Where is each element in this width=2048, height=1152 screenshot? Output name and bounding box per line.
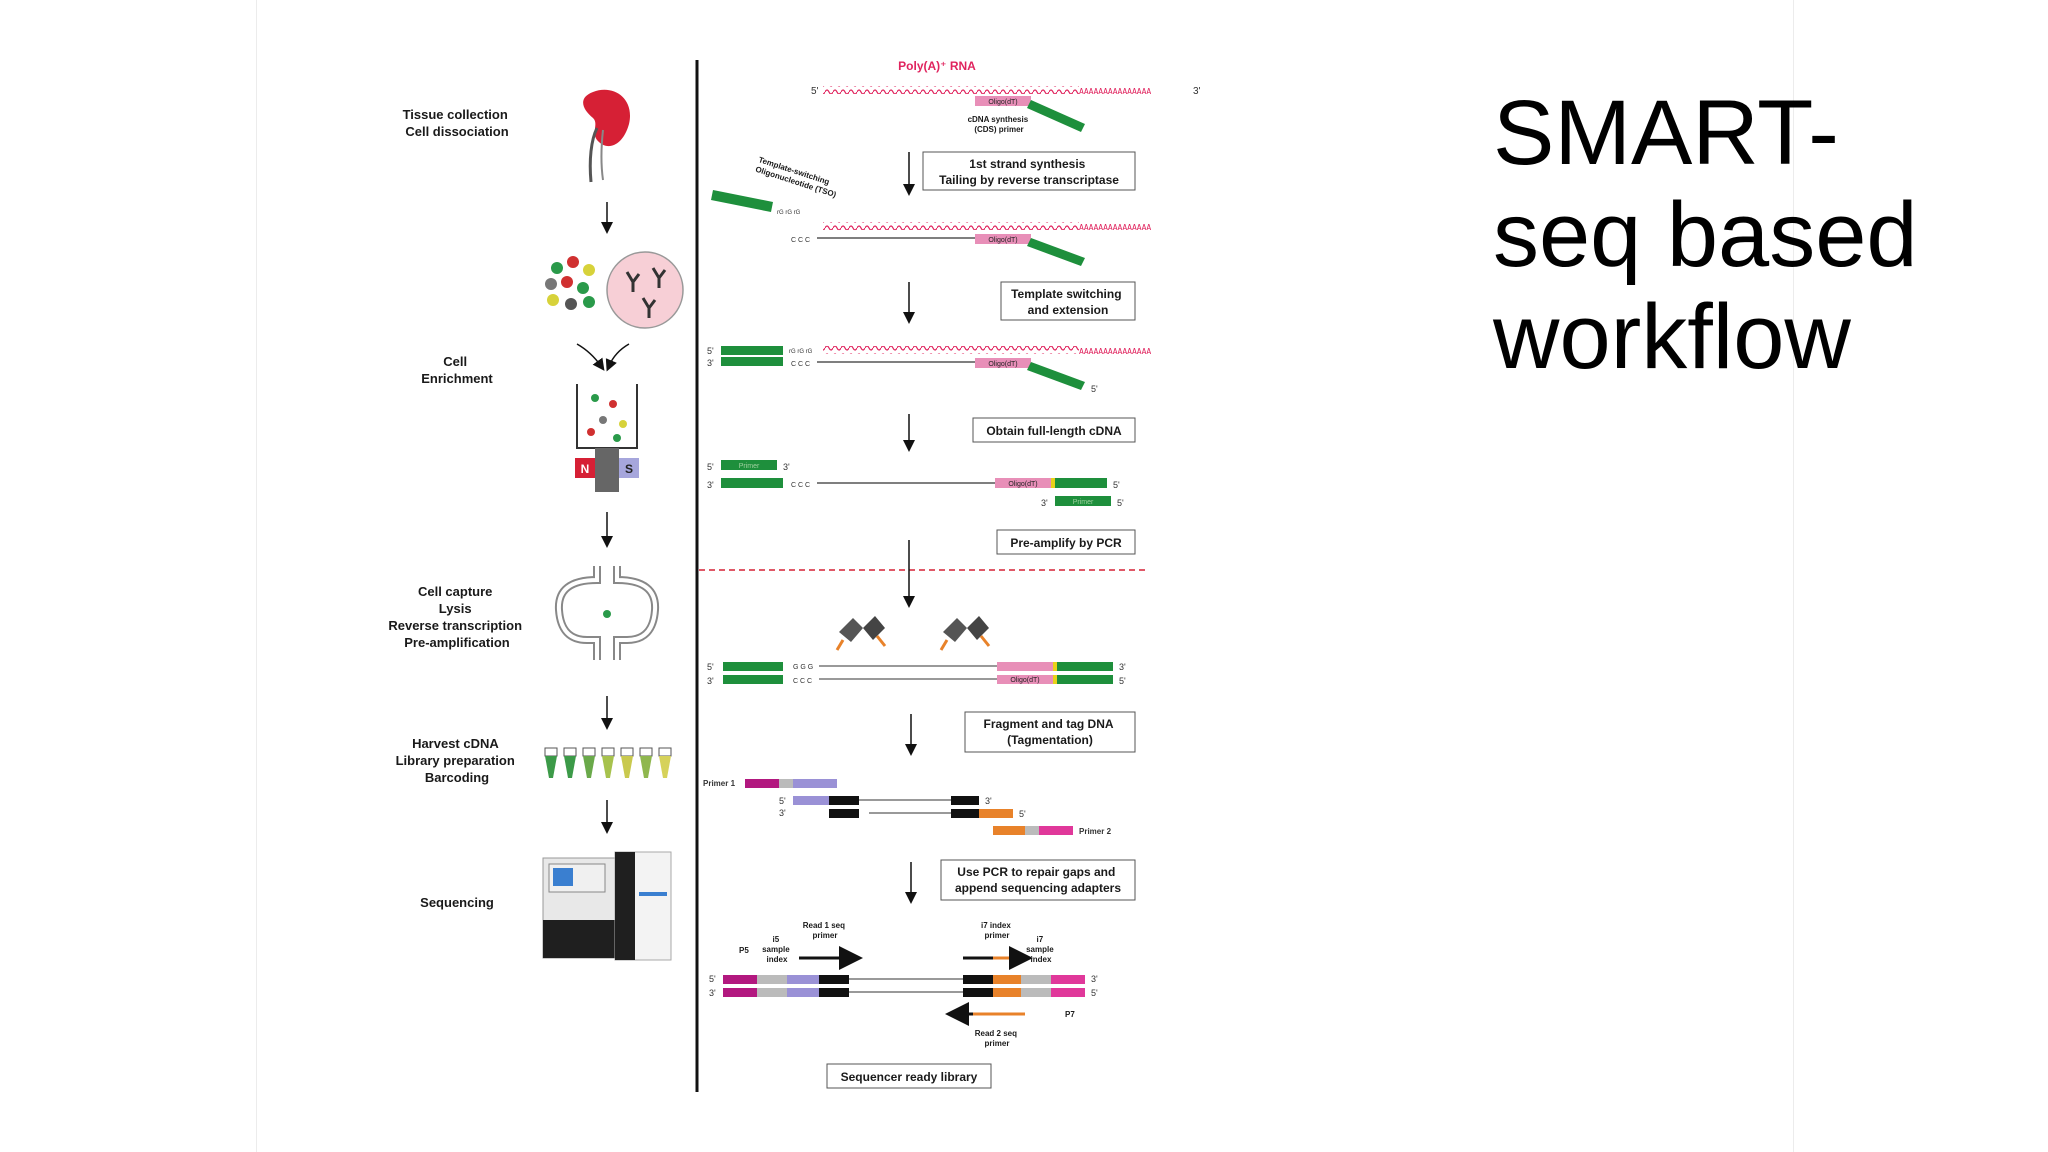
svg-text:Primer: Primer	[739, 463, 760, 470]
svg-text:5': 5'	[1091, 988, 1098, 998]
step-label-harvest: Harvest cDNA Library preparation Barcodi…	[396, 736, 519, 785]
step-label-tissue: Tissue collection Cell dissociation	[403, 107, 512, 139]
i7-primer-label: i7 index primer	[981, 921, 1013, 940]
kidney-icon	[583, 89, 631, 183]
step-box-template-switching: Template switching and extension	[1000, 281, 1136, 321]
svg-text:5': 5'	[811, 86, 819, 97]
svg-text:Oligo(dT): Oligo(dT)	[1010, 677, 1039, 684]
svg-text:Template switching a: Template switching and extension	[1011, 287, 1125, 317]
p5-label: P5	[739, 946, 749, 955]
svg-text:Oligo(dT): Oligo(dT)	[988, 237, 1017, 244]
transposome-icon-2	[939, 616, 991, 651]
svg-text:3': 3'	[1041, 498, 1048, 508]
step-box-preamplify: Pre-amplify by PCR	[996, 529, 1136, 555]
svg-text:AAAAAAAAAAAAAAA: AAAAAAAAAAAAAAA	[1079, 87, 1151, 96]
svg-text:C C C: C C C	[791, 237, 810, 244]
svg-text:5': 5'	[779, 796, 786, 806]
tso-label: Template-switching Oligonucleotide (TSO)	[754, 155, 840, 199]
sequencer-icon	[542, 851, 672, 961]
svg-text:Fragment and tag DNA: Fragment and tag DNA (Tagmentation)	[984, 717, 1117, 747]
svg-text:5': 5'	[1117, 498, 1124, 508]
svg-text:Use PCR to repair gaps and: Use PCR to repair gaps and append sequen…	[955, 865, 1121, 895]
right-panel: Poly(A)⁺ RNA 5' AAAAAAAAAAAAAAA 3' Oligo…	[699, 59, 1201, 1089]
step-box-sequencer-ready: Sequencer ready library	[826, 1063, 992, 1089]
step-box-first-strand: 1st strand synthesis Tailing by reverse …	[922, 151, 1136, 191]
svg-text:3': 3'	[783, 462, 790, 472]
dissociated-cells-icon	[545, 251, 684, 329]
magnetic-column-icon: N S	[575, 384, 639, 492]
svg-text:Primer: Primer	[1073, 499, 1094, 506]
svg-text:3': 3'	[985, 796, 992, 806]
magnet-s-label: S	[625, 462, 633, 476]
svg-text:C C C: C C C	[793, 678, 812, 685]
cds-primer-label: cDNA synthesis (CDS) primer	[968, 115, 1031, 134]
svg-text:3': 3'	[1091, 974, 1098, 984]
svg-text:AAAAAAAAAAAAAAA: AAAAAAAAAAAAAAA	[1079, 223, 1151, 232]
slide-title: SMART- seq based workflow	[1493, 82, 1993, 388]
transposome-icon-1	[835, 616, 887, 651]
svg-text:3': 3'	[707, 480, 714, 490]
row-full-length-cdna: 5' Primer 3' 3' C C C Oligo(dT) 5' 3' Pr…	[707, 460, 1124, 508]
svg-text:rG rG rG: rG rG rG	[777, 210, 801, 216]
left-arrow-2a	[576, 343, 605, 371]
step-label-sequencing: Sequencing	[420, 895, 494, 910]
svg-text:C C C: C C C	[791, 361, 810, 368]
svg-text:1st strand synthesis: 1st strand synthesis Tailing by reverse …	[939, 157, 1119, 187]
polya-rna-title: Poly(A)⁺ RNA	[898, 59, 976, 73]
title-line-2: seq based	[1493, 184, 1918, 286]
i7-index-label: i7 sample index	[1026, 935, 1056, 964]
svg-text:3': 3'	[707, 676, 714, 686]
step-box-full-length-cdna: Obtain full-length cDNA	[972, 417, 1136, 443]
oligo-dt-label-1: Oligo(dT)	[988, 99, 1017, 106]
svg-text:Sequencer ready library: Sequencer ready library	[841, 1070, 978, 1084]
row-template-switching: 5' 3' rG rG rG AAAAAAAAAAAAAAA C C C Oli…	[707, 346, 1151, 394]
svg-text:5': 5'	[1019, 809, 1026, 819]
slide: Tissue collection Cell dissociation Cell…	[256, 0, 1918, 1152]
row-double-stranded-cdna: 5' 3' G G G C C C Oligo(dT) 3' 5'	[707, 662, 1126, 686]
svg-text:Primer 1: Primer 1	[703, 779, 736, 788]
svg-text:3': 3'	[779, 808, 786, 818]
svg-text:3': 3'	[1193, 86, 1201, 97]
left-arrow-2b	[605, 343, 630, 372]
step-box-tagmentation: Fragment and tag DNA (Tagmentation)	[964, 711, 1136, 753]
svg-text:AAAAAAAAAAAAAAA: AAAAAAAAAAAAAAA	[1079, 347, 1151, 356]
magnet-n-label: N	[581, 462, 590, 476]
row-polya-rna: 5' AAAAAAAAAAAAAAA 3' Oligo(dT) cDNA syn…	[811, 86, 1201, 134]
title-line-1: SMART-	[1493, 82, 1839, 184]
svg-text:5': 5'	[1091, 384, 1098, 394]
svg-text:Pre-amplify by PCR: Pre-amplify by PCR	[1010, 536, 1122, 550]
svg-text:5': 5'	[707, 462, 714, 472]
svg-text:Oligo(dT): Oligo(dT)	[1008, 481, 1037, 488]
svg-text:5': 5'	[707, 346, 714, 356]
read1-primer-label: Read 1 seq primer	[803, 921, 847, 940]
svg-text:Oligo(dT): Oligo(dT)	[988, 361, 1017, 368]
smartseq-workflow-diagram: Tissue collection Cell dissociation Cell…	[388, 59, 1201, 1092]
svg-text:5': 5'	[1119, 676, 1126, 686]
svg-text:3': 3'	[709, 988, 716, 998]
step-box-pcr-repair: Use PCR to repair gaps and append sequen…	[940, 859, 1136, 901]
p7-label: P7	[1065, 1010, 1075, 1019]
svg-text:5': 5'	[707, 662, 714, 672]
svg-text:Obtain full-length cDNA: Obtain full-length cDNA	[986, 424, 1122, 438]
svg-text:G G G: G G G	[793, 664, 813, 671]
title-line-3: workflow	[1493, 286, 1851, 388]
pcr-tubes-icon	[544, 747, 672, 778]
svg-text:Primer 2: Primer 2	[1079, 827, 1112, 836]
row-final-library: Read 1 seq primer i5 sample index P5 i7 …	[709, 921, 1098, 1048]
svg-text:3': 3'	[1119, 662, 1126, 672]
i5-index-label: i5 sample index	[762, 935, 792, 964]
read2-primer-label: Read 2 seq primer	[975, 1029, 1019, 1048]
microfluidic-chip-icon	[554, 566, 660, 660]
svg-text:C C C: C C C	[791, 482, 810, 489]
svg-text:5': 5'	[1113, 480, 1120, 490]
step-label-enrichment: Cell Enrichment	[421, 354, 493, 386]
svg-text:rG rG rG: rG rG rG	[789, 349, 813, 355]
step-label-capture: Cell capture Lysis Reverse transcription…	[388, 584, 525, 650]
row-tagmented-fragments: Primer 1 5' 3' 3' 5' Primer 2	[703, 779, 1112, 836]
svg-text:3': 3'	[707, 358, 714, 368]
left-panel: Tissue collection Cell dissociation Cell…	[388, 89, 684, 961]
svg-text:5': 5'	[709, 974, 716, 984]
